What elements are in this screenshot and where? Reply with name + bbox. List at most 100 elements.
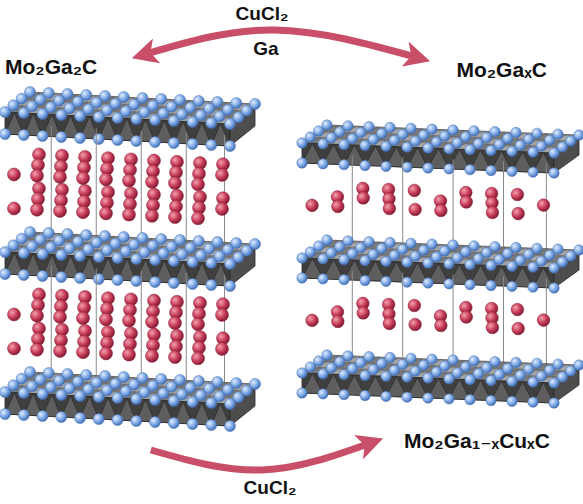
carbon-atom (131, 254, 142, 265)
gallium-atom (357, 307, 370, 320)
carbon-atom (56, 110, 67, 121)
carbon-atom (465, 394, 475, 404)
gallium-atom (31, 203, 44, 216)
carbon-atom (318, 139, 328, 149)
carbon-atom (206, 398, 217, 409)
bond-line (352, 156, 353, 251)
carbon-atom (18, 130, 29, 141)
carbon-atom (187, 397, 198, 408)
carbon-atom (150, 137, 161, 148)
carbon-atom (402, 372, 412, 382)
gallium-atom (460, 196, 473, 209)
carbon-atom (360, 275, 370, 285)
carbon-atom (318, 274, 328, 284)
carbon-atom (486, 375, 496, 385)
carbon-atom (225, 119, 236, 130)
carbon-atom (93, 134, 104, 145)
gallium-atom (146, 315, 159, 328)
carbon-atom (37, 109, 48, 120)
gallium-atom (146, 209, 159, 222)
carbon-atom (465, 164, 475, 174)
bond-line (402, 158, 403, 253)
gallium-atom (332, 315, 345, 328)
bond-line (186, 133, 187, 251)
gallium-atom (216, 342, 229, 355)
gallium-atom (306, 314, 319, 327)
carbon-atom (297, 158, 307, 168)
carbon-atom (297, 388, 307, 398)
carbon-atom (0, 269, 11, 280)
gallium-atom (537, 314, 550, 327)
carbon-atom (423, 143, 433, 153)
gallium-atom (216, 168, 229, 181)
carbon-atom (360, 370, 370, 380)
reagent-label: CuCl₂ (244, 477, 297, 499)
carbon-atom (131, 416, 142, 427)
bond-line (96, 128, 97, 246)
gallium-atom (169, 351, 182, 364)
carbon-atom (112, 275, 123, 286)
gallium-atom (192, 352, 205, 365)
carbon-atom (56, 272, 67, 283)
carbon-atom (486, 145, 496, 155)
carbon-atom (37, 249, 48, 260)
compound-node: Mo₂Ga₁₋ₓCuₓC (372, 425, 582, 460)
gallium-atom (54, 170, 67, 183)
carbon-atom (56, 250, 67, 261)
carbon-atom (381, 276, 391, 286)
gallium-atom (537, 199, 550, 212)
carbon-atom (318, 369, 328, 379)
gallium-atom (435, 319, 448, 332)
compound-formula: Mo₂Ga₂C (5, 55, 260, 79)
mo2gaxc-structure (297, 120, 583, 408)
carbon-atom (206, 140, 217, 151)
carbon-atom (37, 131, 48, 142)
carbon-atom (423, 278, 433, 288)
carbon-atom (339, 389, 349, 399)
gallium-atom (486, 321, 499, 334)
carbon-atom (465, 259, 475, 269)
carbon-atom (37, 411, 48, 422)
carbon-atom (18, 248, 29, 259)
gallium-atom (146, 349, 159, 362)
carbon-atom (37, 389, 48, 400)
carbon-atom (528, 282, 538, 292)
carbon-atom (549, 168, 559, 178)
carbon-atom (339, 159, 349, 169)
carbon-atom (318, 159, 328, 169)
carbon-atom (0, 387, 11, 398)
carbon-atom (528, 377, 538, 387)
carbon-atom (549, 283, 559, 293)
carbon-atom (486, 280, 496, 290)
carbon-atom (297, 273, 307, 283)
compound-formula: Mo₂GaₓC (300, 58, 547, 82)
reagent-label: Ga (253, 38, 278, 60)
bond-line (141, 131, 142, 249)
gallium-atom (169, 211, 182, 224)
carbon-atom (444, 259, 454, 269)
carbon-atom (486, 260, 496, 270)
carbon-atom (0, 107, 11, 118)
carbon-atom (18, 388, 29, 399)
carbon-atom (318, 389, 328, 399)
carbon-atom (507, 166, 517, 176)
carbon-atom (150, 115, 161, 126)
carbon-atom (444, 374, 454, 384)
carbon-atom (423, 163, 433, 173)
bond-line (96, 268, 97, 386)
carbon-atom (206, 280, 217, 291)
carbon-atom (168, 116, 179, 127)
carbon-atom (402, 277, 412, 287)
bond-line (503, 162, 504, 257)
carbon-atom (112, 393, 123, 404)
carbon-atom (112, 253, 123, 264)
carbon-atom (507, 281, 517, 291)
carbon-atom (339, 139, 349, 149)
gallium-atom (100, 347, 113, 360)
carbon-atom (93, 252, 104, 263)
carbon-atom (528, 167, 538, 177)
carbon-atom (381, 161, 391, 171)
carbon-atom (423, 258, 433, 268)
mo2ga2c-structure (0, 87, 261, 432)
carbon-atom (56, 132, 67, 143)
